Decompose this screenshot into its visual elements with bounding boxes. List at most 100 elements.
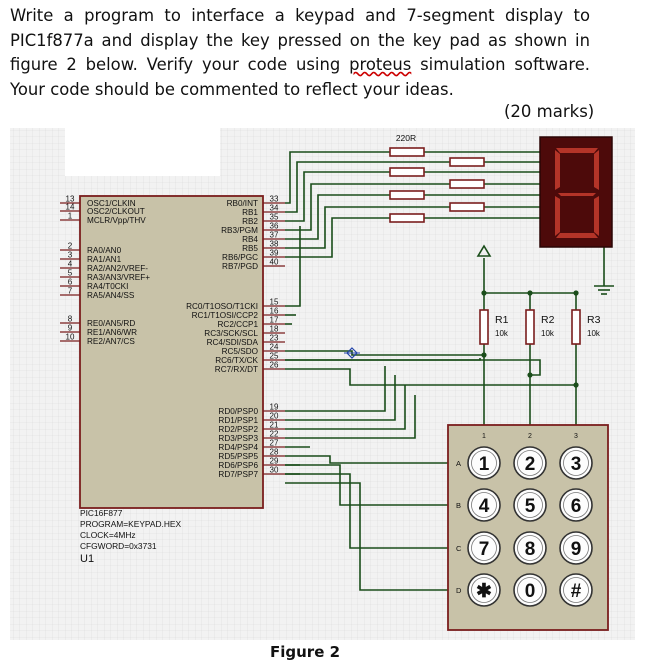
chip-cfgword: CFGWORD=0x3731 xyxy=(80,541,157,551)
keypad-key-label: 4 xyxy=(479,496,490,517)
rd0-wire xyxy=(285,366,386,412)
right-pin-name: RC5/SDO xyxy=(222,347,258,356)
keypad-key-ring xyxy=(517,450,543,476)
keypad-key-label: 2 xyxy=(525,454,536,475)
power-arrow-icon xyxy=(476,244,492,257)
right-pin-number: 38 xyxy=(270,240,279,249)
left-pin-number: 6 xyxy=(68,278,73,287)
left-pin-number: 8 xyxy=(68,315,73,324)
row-d-wire xyxy=(285,482,448,591)
row-a-wire xyxy=(285,455,448,464)
left-pin-name: RA4/T0CKI xyxy=(87,282,128,291)
right-pin-number: 25 xyxy=(270,352,279,361)
right-pin-name: RD4/PSP4 xyxy=(218,443,258,452)
right-pin-number: 15 xyxy=(270,298,279,307)
pullup-resistor xyxy=(571,309,581,345)
right-pin-number: 39 xyxy=(270,249,279,258)
chip-ref: U1 xyxy=(80,553,94,565)
right-pin-number: 21 xyxy=(270,421,279,430)
left-pin-name: RA0/AN0 xyxy=(87,246,122,255)
left-pin-name: RA5/AN4/SS xyxy=(87,291,135,300)
keypad-row-label: C xyxy=(456,544,462,553)
right-pin-name: RD3/PSP3 xyxy=(218,434,258,443)
right-pin-name: RD2/PSP2 xyxy=(218,425,258,434)
keypad-key xyxy=(467,531,501,565)
pullup-value: 10k xyxy=(587,329,601,338)
right-pin-name: RB6/PGC xyxy=(222,253,258,262)
keypad-key-label: 6 xyxy=(571,496,582,517)
keypad-column-label: 2 xyxy=(528,433,532,440)
rc7-wire xyxy=(285,368,576,386)
segment-wire xyxy=(285,183,450,231)
keypad-key-label: 1 xyxy=(479,454,490,475)
left-pin-number: 2 xyxy=(68,242,73,251)
series-resistor xyxy=(449,179,485,189)
right-pin-name: RC4/SDI/SDA xyxy=(207,338,259,347)
keypad-key-ring xyxy=(563,577,589,603)
rc-wire xyxy=(285,226,301,307)
question-text: Write a program to interface a keypad an… xyxy=(10,4,590,102)
keypad-key xyxy=(467,573,501,607)
display-segment xyxy=(594,196,599,236)
series-resistor xyxy=(449,157,485,167)
right-pin-name: RD1/PSP1 xyxy=(218,416,258,425)
keypad-key-ring xyxy=(471,450,497,476)
keypad-key xyxy=(513,573,547,607)
keypad-key xyxy=(513,531,547,565)
pullup-name: R3 xyxy=(587,314,601,326)
right-pin-name: RC6/TX/CK xyxy=(215,356,258,365)
pullup-name: R2 xyxy=(541,314,555,326)
pullup-name: R1 xyxy=(495,314,509,326)
keypad-key xyxy=(467,488,501,522)
right-pin-number: 24 xyxy=(270,343,279,352)
right-pin-name: RB3/PGM xyxy=(221,226,258,235)
probe-marker xyxy=(346,347,358,359)
keypad-key-ring xyxy=(471,492,497,518)
right-pin-number: 22 xyxy=(270,430,279,439)
keypad-column-label: 3 xyxy=(574,433,578,440)
keypad-key-label: 8 xyxy=(525,539,536,560)
pullup-resistor xyxy=(525,309,535,345)
display-segment xyxy=(594,150,599,190)
display-segment xyxy=(558,193,596,196)
left-pin-name: OSC1/CLKIN xyxy=(87,199,136,208)
right-pin-number: 27 xyxy=(270,439,279,448)
segment-wire xyxy=(285,217,390,258)
right-pin-name: RB2 xyxy=(242,217,258,226)
right-pin-name: RC2/CCP1 xyxy=(218,320,259,329)
keypad-key xyxy=(559,446,593,480)
left-pin-number: 10 xyxy=(66,333,75,342)
right-pin-number: 30 xyxy=(270,466,279,475)
series-resistor-label: 220R xyxy=(396,133,416,143)
left-pin-name: RE1/AN6/WR xyxy=(87,328,137,337)
keypad-row-label: D xyxy=(456,586,462,595)
junction-dot xyxy=(481,352,487,358)
right-pin-name: RB1 xyxy=(242,208,258,217)
row-c-wire xyxy=(285,473,448,549)
chip-part-name: PIC16F877 xyxy=(80,508,123,518)
keypad-key-ring xyxy=(517,492,543,518)
marks-label: (20 marks) xyxy=(504,102,595,121)
keypad-key-label: 5 xyxy=(525,496,536,517)
keypad-key-label: 9 xyxy=(571,539,582,560)
right-pin-name: RB7/PGD xyxy=(222,262,258,271)
wires xyxy=(285,151,605,591)
chip-body xyxy=(79,195,264,509)
keypad-key-label: 3 xyxy=(571,454,582,475)
segment-wire xyxy=(285,194,390,240)
keypad-key-ring xyxy=(517,535,543,561)
left-pin-name: OSC2/CLKOUT xyxy=(87,207,145,216)
question-part-1: Write a program to interface a keypad an… xyxy=(10,6,590,74)
keypad-key xyxy=(559,488,593,522)
keypad-key-ring xyxy=(471,535,497,561)
left-pin-name: RE2/AN7/CS xyxy=(87,337,135,346)
right-pin-name: RC7/RX/DT xyxy=(215,365,258,374)
right-pin-number: 17 xyxy=(270,316,279,325)
right-pin-number: 33 xyxy=(270,195,279,204)
left-pin-number: 7 xyxy=(68,287,73,296)
seven-segment-display xyxy=(539,136,614,295)
rd2-wire xyxy=(285,385,406,430)
blank-patch xyxy=(65,128,220,176)
